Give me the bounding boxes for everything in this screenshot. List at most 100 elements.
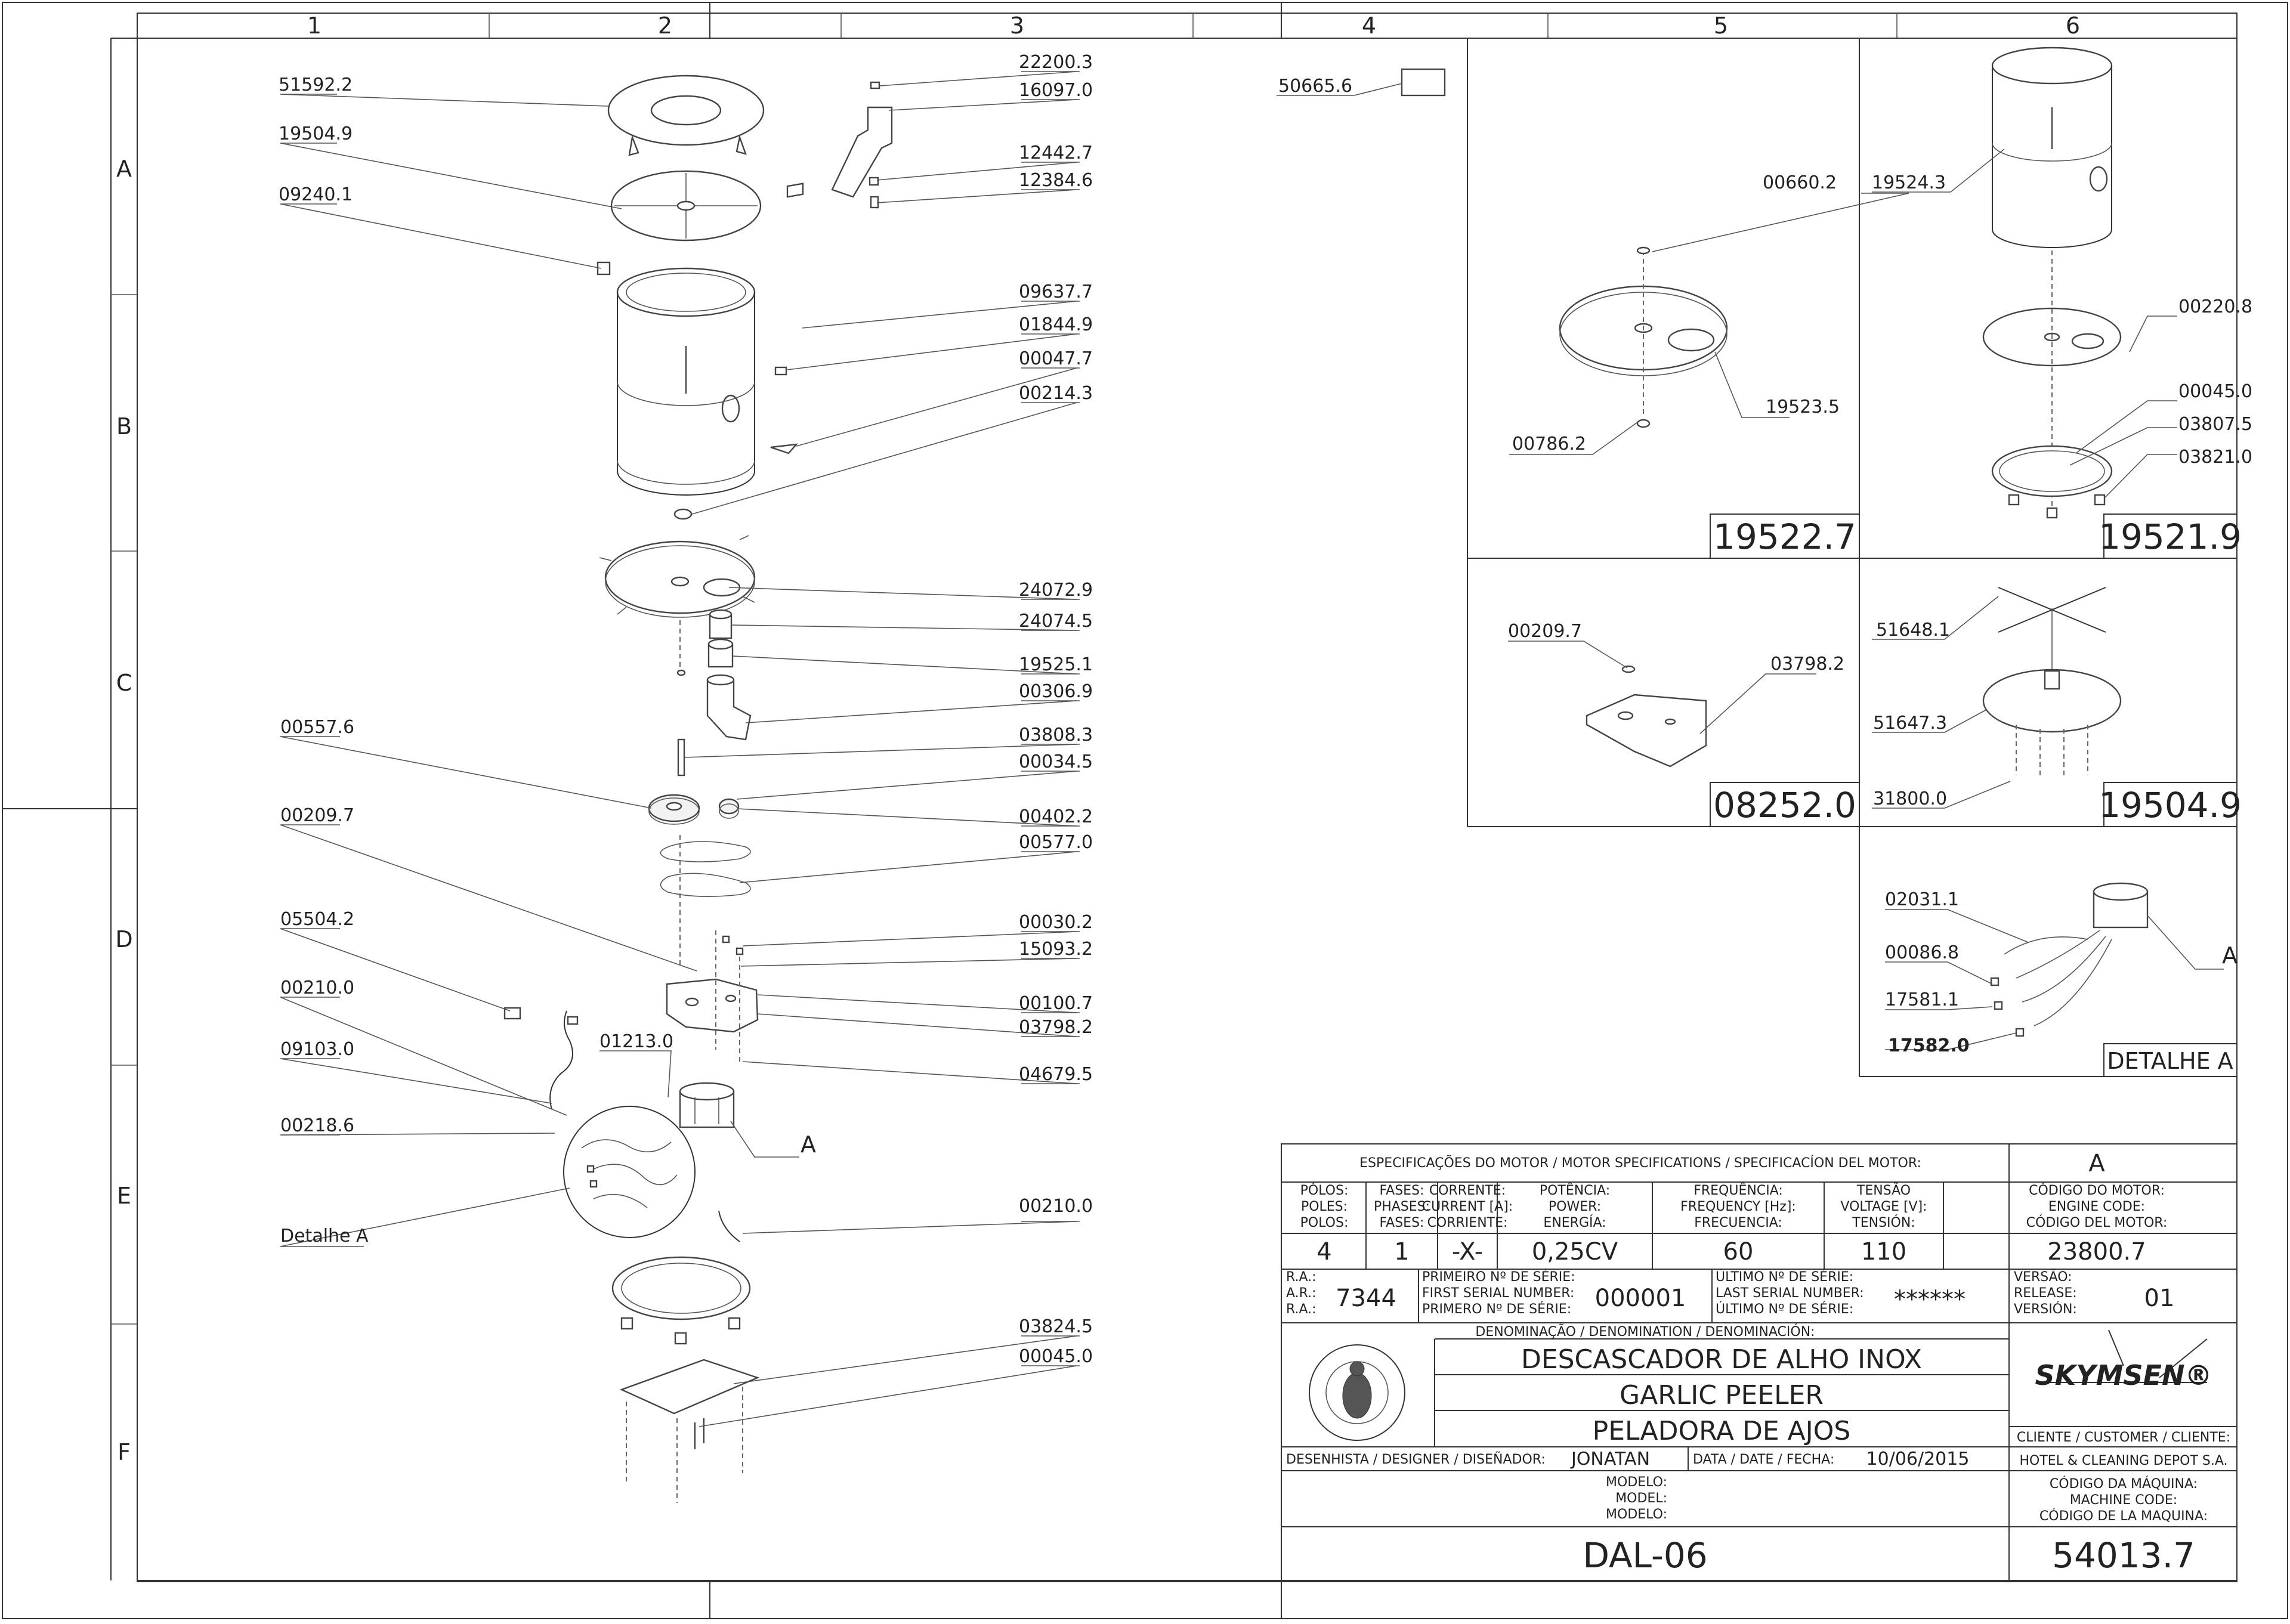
model-label: MODEL: xyxy=(1615,1491,1667,1506)
callout-label: A xyxy=(2222,942,2238,969)
callout-label: 09103.0 xyxy=(280,1039,354,1060)
spec-header-line: CURRENT [A]: xyxy=(1422,1199,1513,1214)
spec-header-line: POLOS: xyxy=(1300,1215,1349,1230)
column-label: 1 xyxy=(307,13,322,39)
first-serial-value: 000001 xyxy=(1595,1285,1686,1312)
ra-label: R.A.: xyxy=(1286,1302,1316,1317)
first-serial-label: PRIMERO Nº DE SÉRIE: xyxy=(1422,1301,1571,1317)
spec-header-line: TENSIÓN: xyxy=(1852,1215,1915,1230)
machine-code-value: 54013.7 xyxy=(2052,1535,2195,1576)
callout-label: 24074.5 xyxy=(1019,611,1093,632)
callout-label: 00209.7 xyxy=(1508,621,1582,642)
column-label: 6 xyxy=(2066,13,2080,39)
last-serial-label: LAST SERIAL NUMBER: xyxy=(1716,1286,1864,1301)
column-label: 3 xyxy=(1010,13,1024,39)
callout-label: 16097.0 xyxy=(1019,80,1093,101)
authorized-service-stamp xyxy=(1309,1344,1405,1441)
spec-header-line: POLES: xyxy=(1301,1199,1348,1214)
version-label: VERSIÓN: xyxy=(2014,1301,2077,1317)
ra-label: R.A.: xyxy=(1286,1270,1316,1285)
model-label: MODELO: xyxy=(1606,1475,1667,1490)
spec-header-line: FASES: xyxy=(1380,1183,1424,1198)
version-label: VERSÃO: xyxy=(2014,1269,2072,1285)
sub-assembly-panels: 19522.7 19521.9 08252.0 19504.9 DETALHE … xyxy=(1467,38,2252,1077)
revision-letter: A xyxy=(2088,1150,2105,1177)
callout-label: 00210.0 xyxy=(1019,1196,1093,1217)
callout-label: 51648.1 xyxy=(1876,620,1950,641)
callout-label: 19525.1 xyxy=(1019,654,1093,675)
spec-header-frequency: FREQUÊNCIA: FREQUENCY [Hz]: FRECUENCIA: xyxy=(1680,1183,1796,1230)
code-box xyxy=(2103,514,2238,559)
title-block: ESPECIFICAÇÕES DO MOTOR / MOTOR SPECIFIC… xyxy=(1281,1143,2238,1581)
callout-label: 12442.7 xyxy=(1019,143,1093,163)
detail-a-circle xyxy=(563,1106,696,1238)
last-serial-label: ÚLTIMO Nº DE SÉRIE: xyxy=(1716,1269,1853,1285)
callout-label: 51647.3 xyxy=(1873,713,1947,734)
code-box xyxy=(1710,514,1860,559)
callout-label: 00306.9 xyxy=(1019,681,1093,702)
callout-label: 03808.3 xyxy=(1019,725,1093,746)
motor-plate-part xyxy=(666,978,759,1033)
row-label: C xyxy=(116,670,132,696)
callout-label: 00086.8 xyxy=(1885,942,1959,963)
spec-header-voltage: TENSÃO VOLTAGE [V]: TENSIÓN: xyxy=(1840,1182,1927,1230)
callout-label: 19524.3 xyxy=(1872,172,1946,193)
callout-label: 50665.6 xyxy=(1278,76,1352,97)
spec-value-power: 0,25CV xyxy=(1532,1238,1618,1266)
callout-label: 00557.6 xyxy=(280,717,354,738)
callout-label: 04679.5 xyxy=(1019,1064,1093,1085)
callout-label: 09240.1 xyxy=(279,184,353,205)
spec-value-engine-code: 23800.7 xyxy=(2047,1238,2146,1266)
spec-value-voltage: 110 xyxy=(1861,1238,1906,1266)
row-label: E xyxy=(117,1183,131,1209)
product-name-pt: DESCASCADOR DE ALHO INOX xyxy=(1521,1344,1922,1375)
elbow-part xyxy=(706,679,752,741)
assembly-code: 19522.7 xyxy=(1713,516,1856,557)
main-exploded-parts xyxy=(503,68,1446,1503)
spec-header-line: FASES: xyxy=(1380,1215,1424,1230)
spec-header-line: CORRIENTE: xyxy=(1427,1215,1508,1230)
designer-value: JONATAN xyxy=(1570,1449,1650,1470)
callout-label: A xyxy=(801,1131,816,1158)
screw-part xyxy=(597,261,611,276)
callout-label: 00214.3 xyxy=(1019,383,1093,404)
spec-header-line: CÓDIGO DO MOTOR: xyxy=(2029,1183,2165,1198)
designer-label: DESENHISTA / DESIGNER / DISEÑADOR: xyxy=(1286,1451,1546,1467)
callout-label: 03821.0 xyxy=(2178,447,2252,468)
last-serial-value: ****** xyxy=(1894,1286,1965,1313)
version-label: RELEASE: xyxy=(2014,1286,2077,1301)
spec-header-power: POTÊNCIA: POWER: ENERGÍA: xyxy=(1540,1183,1610,1230)
callout-label: 03807.5 xyxy=(2178,414,2252,435)
ra-value: 7344 xyxy=(1336,1285,1396,1312)
callout-label: 22200.3 xyxy=(1019,52,1093,73)
spec-header-line: FREQUENCY [Hz]: xyxy=(1680,1199,1796,1214)
chute-part xyxy=(831,106,893,198)
code-box xyxy=(2103,782,2238,827)
machine-code-label: MACHINE CODE: xyxy=(2070,1493,2177,1508)
callout-label: 00577.0 xyxy=(1019,832,1093,853)
bottom-plate-part xyxy=(619,1359,760,1415)
brand-text: SKYMSEN® xyxy=(2035,1359,2212,1391)
callout-label: 00045.0 xyxy=(1019,1346,1093,1367)
callout-label: 19504.9 xyxy=(279,123,353,144)
wire-part xyxy=(549,1010,573,1110)
brand-logo: SKYMSEN® xyxy=(2035,1329,2212,1391)
callout-label: 03824.5 xyxy=(1019,1316,1093,1337)
ra-label: A.R.: xyxy=(1286,1286,1316,1301)
callout-label: 00209.7 xyxy=(280,805,354,826)
spec-header-line: TENSÃO xyxy=(1856,1182,1911,1198)
callout-label: Detalhe A xyxy=(280,1226,369,1246)
label-plate-part xyxy=(1401,68,1446,97)
code-box xyxy=(2103,1043,2238,1077)
assembly-code: 19521.9 xyxy=(2099,516,2242,557)
row-labels: A B C D E F xyxy=(115,156,132,1465)
callout-label: 05504.2 xyxy=(280,909,354,930)
spec-header-line: CORRENTE: xyxy=(1429,1183,1506,1198)
spec-value-phases: 1 xyxy=(1394,1238,1409,1266)
main-leader-lines xyxy=(280,71,1402,1427)
shaft-part xyxy=(677,738,685,777)
first-serial-label: PRIMEIRO Nº DE SÉRIE: xyxy=(1422,1269,1575,1285)
callout-label: 00045.0 xyxy=(2178,381,2252,402)
motor-spec-heading: ESPECIFICAÇÕES DO MOTOR / MOTOR SPECIFIC… xyxy=(1359,1155,1921,1171)
callout-label: 15093.2 xyxy=(1019,939,1093,960)
